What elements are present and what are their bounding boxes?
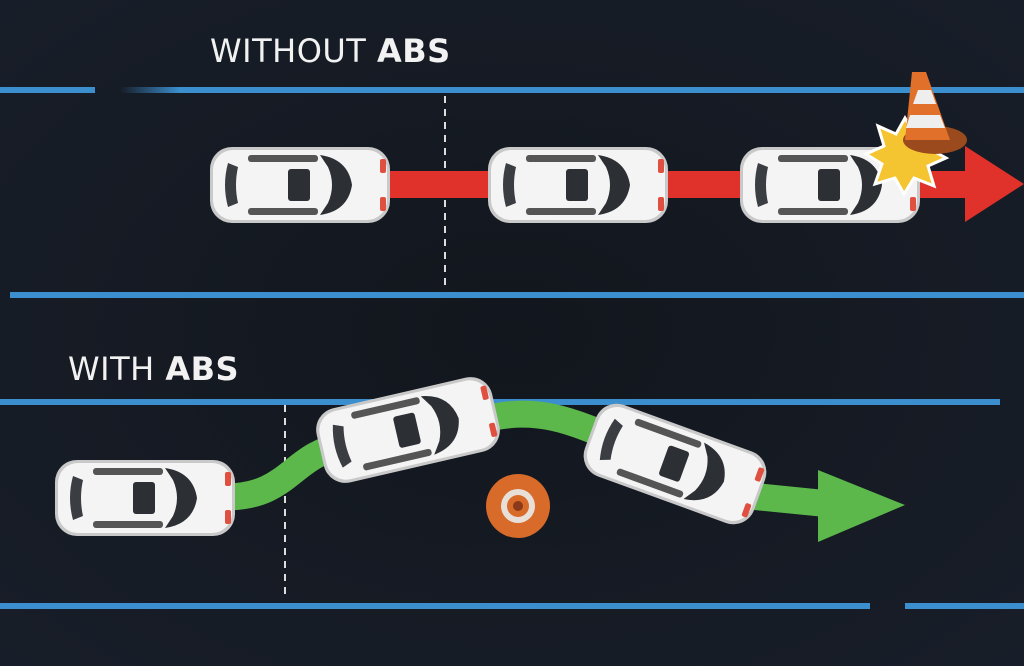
heading-prefix: WITH xyxy=(68,350,155,388)
car-bottom-1 xyxy=(55,460,235,536)
lane-line-bottom-right xyxy=(905,603,1024,609)
lane-line-bottom-top xyxy=(0,399,1000,405)
heading-with-abs: WITH ABS xyxy=(68,350,239,388)
car-top-1 xyxy=(210,147,390,223)
traffic-cone-icon xyxy=(903,72,967,154)
lane-line-bottom xyxy=(0,603,870,609)
lane-line-middle xyxy=(10,292,1024,298)
cone-top-view-icon xyxy=(486,474,550,538)
car-top-2 xyxy=(488,147,668,223)
car-top-3 xyxy=(740,147,920,223)
heading-without-abs: WITHOUT ABS xyxy=(210,32,451,70)
car-bottom-2 xyxy=(316,377,500,483)
car-bottom-3 xyxy=(583,403,767,525)
heading-prefix: WITHOUT xyxy=(210,32,367,70)
lane-line-top-fade xyxy=(120,87,180,93)
heading-bold: ABS xyxy=(165,350,240,388)
lane-line-top-left xyxy=(0,87,95,93)
arrow-head-red xyxy=(965,146,1024,222)
heading-bold: ABS xyxy=(377,32,451,70)
lane-line-top xyxy=(180,87,1024,93)
arrow-head-green xyxy=(818,470,905,542)
